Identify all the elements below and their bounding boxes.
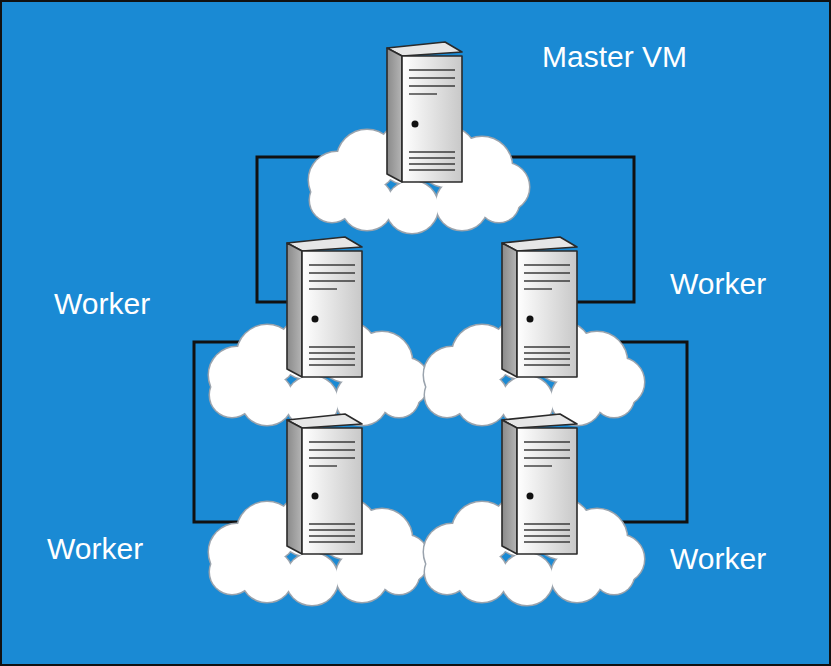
worker-server: Worker: [502, 237, 577, 377]
node-label: Worker: [670, 267, 766, 302]
node-label: Master VM: [542, 40, 687, 75]
master-server: Master VM: [387, 42, 462, 182]
node-label: Worker: [54, 287, 150, 322]
worker-server: Worker: [287, 414, 362, 554]
worker-server: Worker: [287, 237, 362, 377]
worker-server: Worker: [502, 414, 577, 554]
node-label: Worker: [47, 532, 143, 567]
node-label: Worker: [670, 542, 766, 577]
